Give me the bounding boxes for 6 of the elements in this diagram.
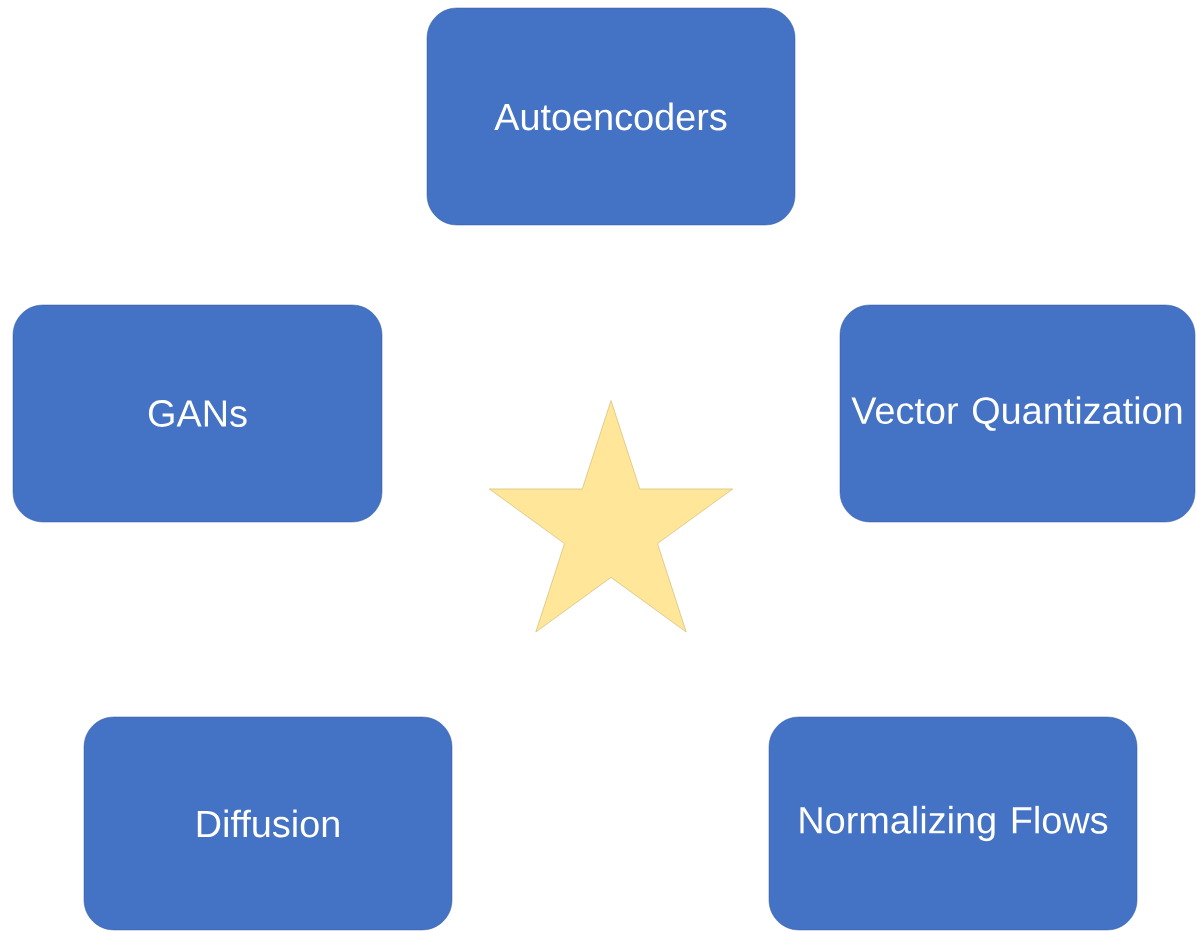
category-box: Vector Quantization: [839, 304, 1196, 523]
star-shape: [488, 400, 734, 633]
category-box: Normalizing Flows: [768, 716, 1138, 931]
category-box: GANs: [12, 304, 383, 523]
category-box: Autoencoders: [426, 7, 796, 226]
category-box: Diffusion: [83, 716, 453, 931]
